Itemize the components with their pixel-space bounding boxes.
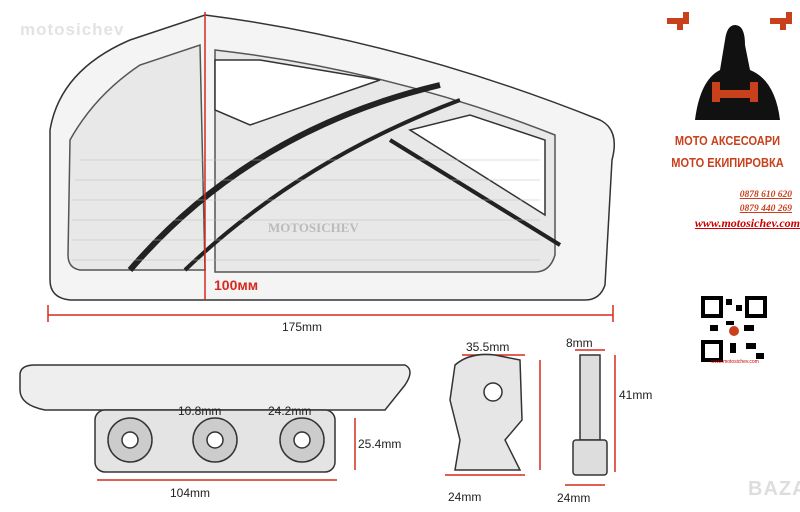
bracket-height-label: 35.5mm: [466, 340, 510, 354]
base-length-label: 104mm: [170, 486, 211, 500]
ad-line-1: МОТО АКСЕСОАРИ: [674, 133, 781, 148]
watermark: motosichev: [20, 20, 125, 39]
shop-logo: [667, 12, 792, 120]
length-label: 175mm: [282, 320, 323, 334]
bracket: [449, 353, 523, 471]
bolt: [572, 354, 608, 476]
ad-line-2: МОТО ЕКИПИРОВКА: [671, 155, 784, 170]
website-link[interactable]: www.motosichev.com: [694, 216, 800, 230]
bolt-diameter-label: 8mm: [566, 336, 593, 350]
base-height-label: 25.4mm: [358, 437, 402, 451]
qr-code: [700, 295, 768, 363]
shop-advert: МОТО АКСЕСОАРИ МОТО ЕКИПИРОВКА 0878 610 …: [655, 0, 800, 260]
qr-caption: www.motosichev.com: [711, 359, 759, 365]
bazar-logo: BAZAR: [748, 478, 800, 500]
footpeg-side-view: [19, 364, 411, 473]
footpeg-top-view: [49, 14, 615, 301]
bolt-head-label: 24mm: [557, 491, 591, 505]
phone-1: 0878 610 620: [739, 190, 792, 200]
center-watermark: MOTOSICHEV: [268, 220, 359, 235]
phone-2: 0879 440 269: [739, 204, 792, 214]
boss-diameter-label: 24.2mm: [268, 404, 312, 418]
height-label: 100мм: [214, 277, 259, 293]
bracket-width-label: 24mm: [448, 490, 482, 504]
hole-diameter-label: 10.8mm: [178, 404, 222, 418]
bolt-length-label: 41mm: [619, 388, 653, 402]
